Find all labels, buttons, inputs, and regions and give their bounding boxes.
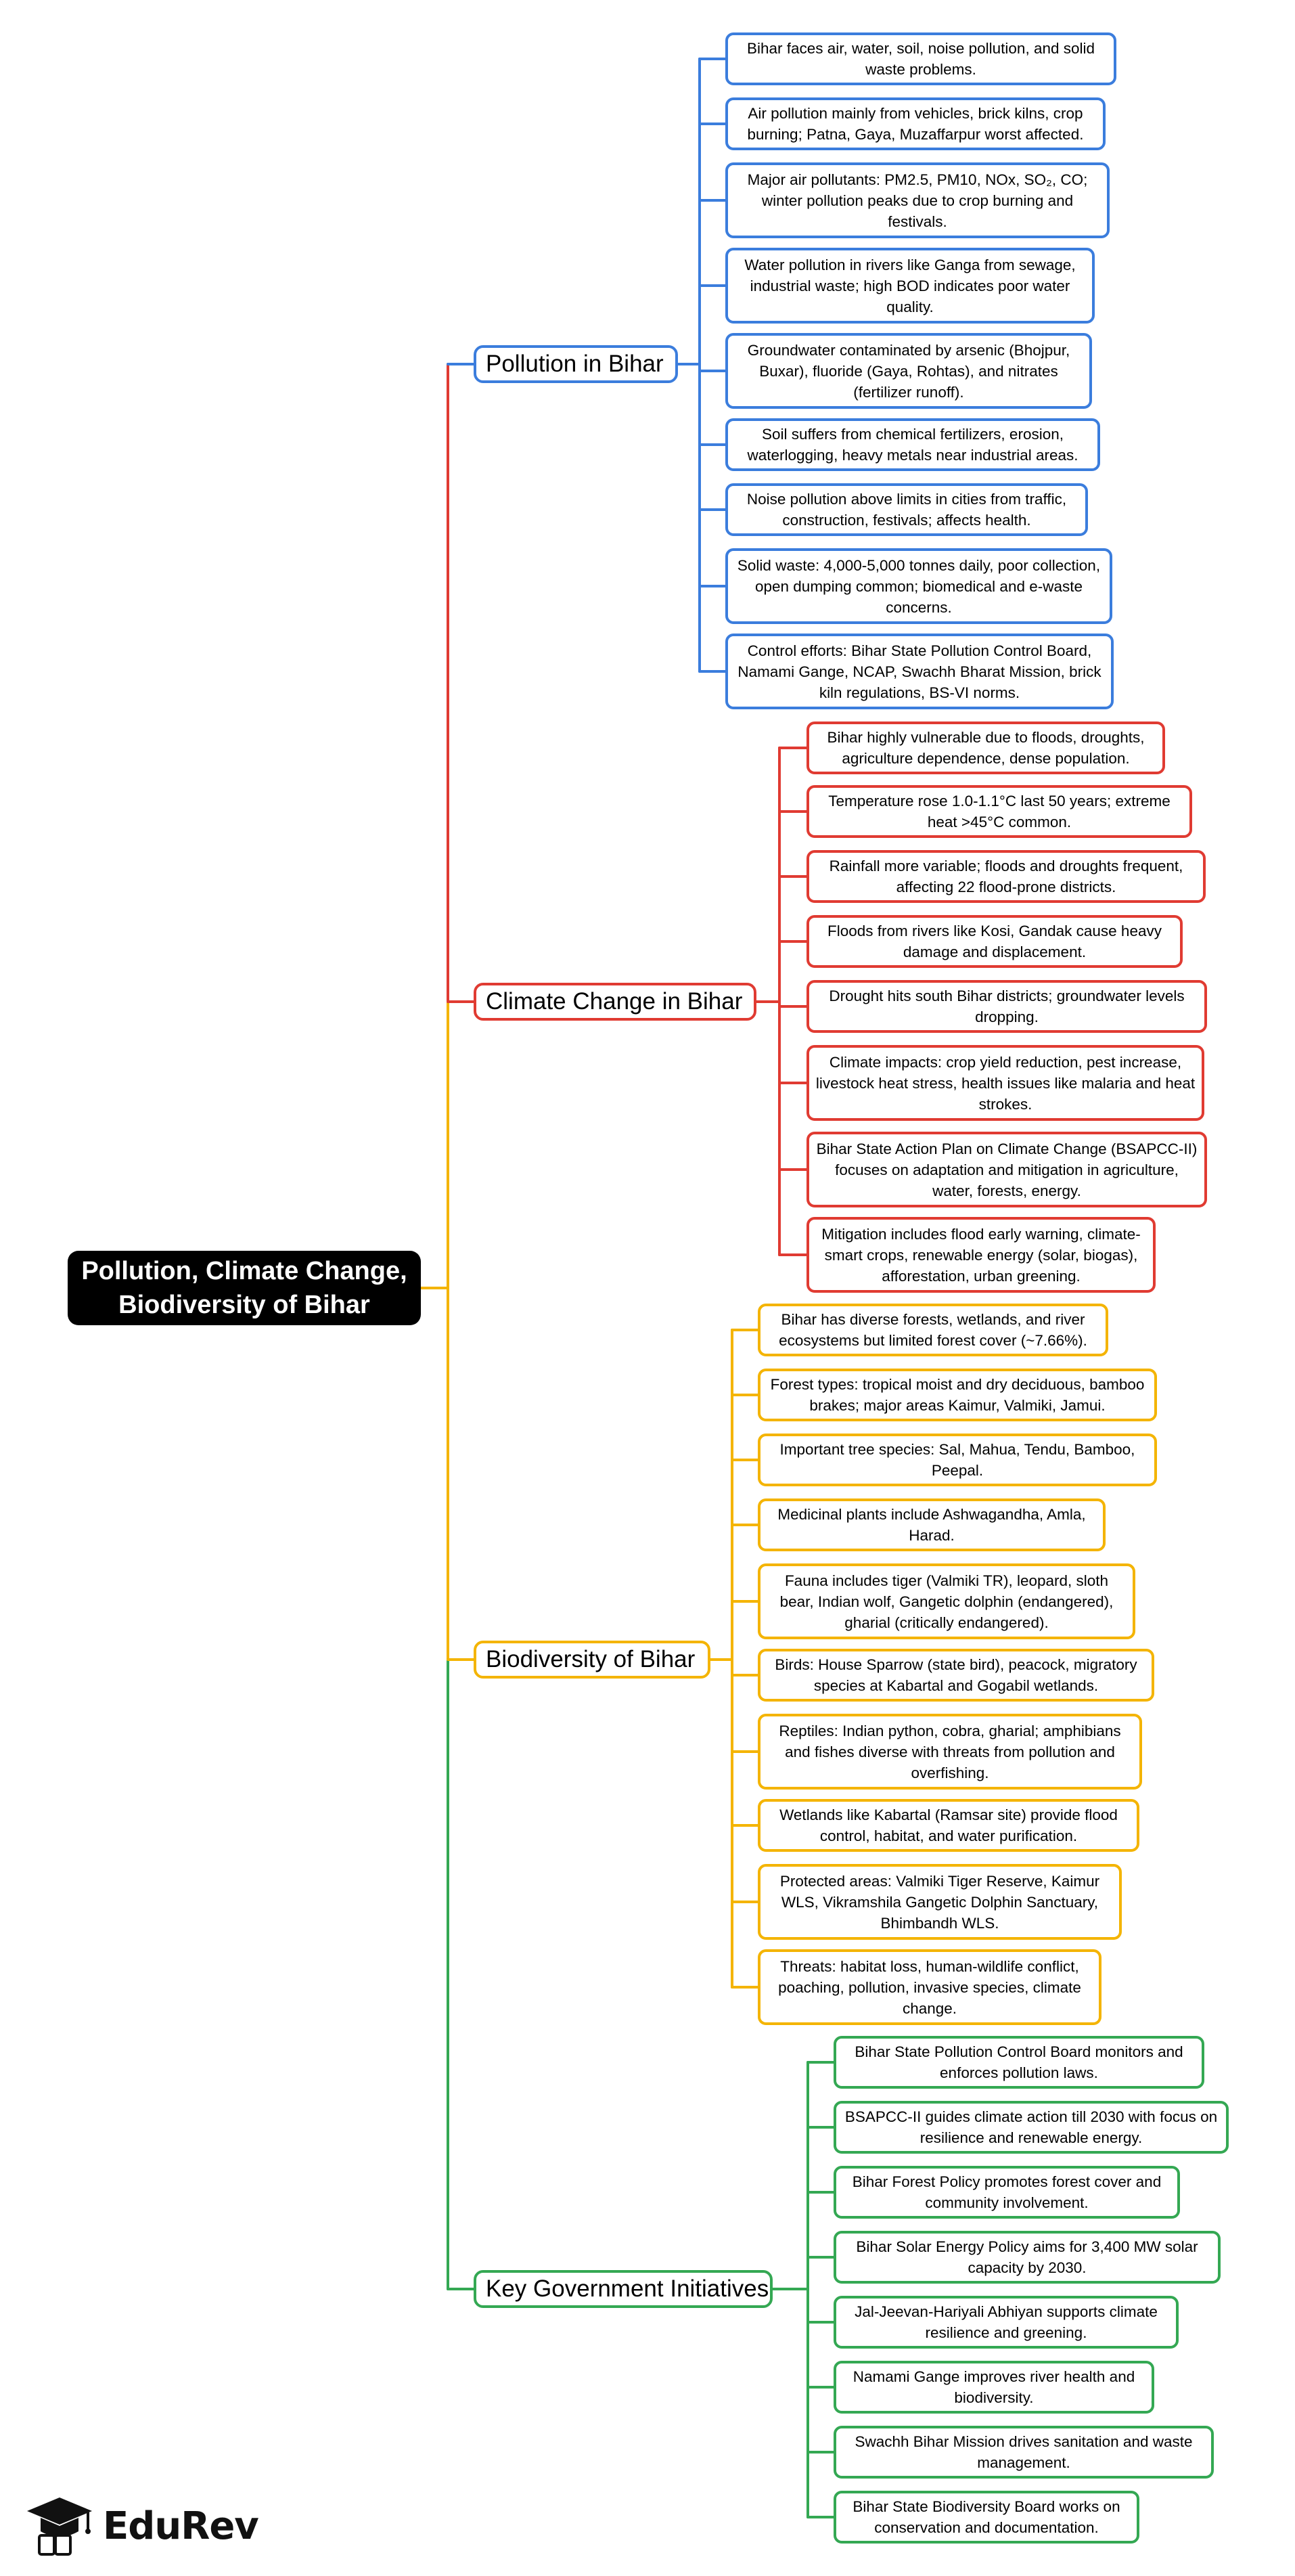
leaf-node: Forest types: tropical moist and dry dec… <box>758 1369 1157 1421</box>
branch-node: Climate Change in Bihar <box>474 983 756 1021</box>
leaf-text: Solid waste: 4,000-5,000 tonnes daily, p… <box>737 556 1101 616</box>
leaf-node: Bihar Solar Energy Policy aims for 3,400… <box>834 2231 1221 2284</box>
leaf-text: Bihar State Action Plan on Climate Chang… <box>816 1140 1198 1199</box>
leaf-text: Important tree species: Sal, Mahua, Tend… <box>779 1441 1135 1479</box>
leaf-text: Namami Gange improves river health and b… <box>853 2368 1135 2406</box>
leaf-node: Bihar Forest Policy promotes forest cove… <box>834 2166 1180 2219</box>
leaf-text: Bihar State Biodiversity Board works on … <box>853 2498 1120 2536</box>
leaf-node: Noise pollution above limits in cities f… <box>725 483 1088 536</box>
branch-label: Key Government Initiatives <box>486 2275 769 2302</box>
leaf-node: Protected areas: Valmiki Tiger Reserve, … <box>758 1864 1122 1940</box>
leaf-node: Mitigation includes flood early warning,… <box>806 1217 1156 1293</box>
leaf-node: BSAPCC-II guides climate action till 203… <box>834 2101 1229 2154</box>
leaf-node: Bihar State Biodiversity Board works on … <box>834 2491 1139 2544</box>
graduation-cap-icon <box>27 2497 92 2556</box>
leaf-node: Soil suffers from chemical fertilizers, … <box>725 418 1100 471</box>
leaf-node: Reptiles: Indian python, cobra, gharial;… <box>758 1714 1142 1790</box>
leaf-node: Control efforts: Bihar State Pollution C… <box>725 634 1114 709</box>
leaf-text: Major air pollutants: PM2.5, PM10, NOx, … <box>747 171 1088 230</box>
leaf-text: Bihar Forest Policy promotes forest cove… <box>852 2173 1162 2211</box>
leaf-text: Bihar Solar Energy Policy aims for 3,400… <box>856 2238 1198 2276</box>
leaf-node: Wetlands like Kabartal (Ramsar site) pro… <box>758 1799 1139 1852</box>
leaf-text: Bihar faces air, water, soil, noise poll… <box>746 40 1095 78</box>
root-node: Pollution, Climate Change, Biodiversity … <box>68 1251 421 1325</box>
branch-label: Climate Change in Bihar <box>486 988 743 1015</box>
leaf-node: Solid waste: 4,000-5,000 tonnes daily, p… <box>725 548 1112 624</box>
leaf-node: Drought hits south Bihar districts; grou… <box>806 980 1207 1033</box>
leaf-text: Groundwater contaminated by arsenic (Bho… <box>747 341 1070 401</box>
leaf-text: Climate impacts: crop yield reduction, p… <box>815 1053 1196 1113</box>
leaf-text: Water pollution in rivers like Ganga fro… <box>744 256 1076 315</box>
leaf-text: Mitigation includes flood early warning,… <box>821 1225 1141 1285</box>
leaf-node: Groundwater contaminated by arsenic (Bho… <box>725 333 1092 409</box>
leaf-text: Reptiles: Indian python, cobra, gharial;… <box>779 1722 1121 1781</box>
leaf-text: Drought hits south Bihar districts; grou… <box>829 987 1185 1025</box>
leaf-node: Floods from rivers like Kosi, Gandak cau… <box>806 915 1183 968</box>
branch-node: Pollution in Bihar <box>474 345 678 383</box>
leaf-node: Bihar highly vulnerable due to floods, d… <box>806 721 1165 774</box>
edurev-logo: EduRev <box>24 2495 259 2557</box>
leaf-text: Air pollution mainly from vehicles, bric… <box>747 105 1084 143</box>
branch-label: Pollution in Bihar <box>486 351 664 377</box>
leaf-node: Bihar State Action Plan on Climate Chang… <box>806 1132 1207 1207</box>
leaf-node: Birds: House Sparrow (state bird), peaco… <box>758 1649 1154 1702</box>
leaf-text: Noise pollution above limits in cities f… <box>746 491 1067 529</box>
leaf-text: Threats: habitat loss, human-wildlife co… <box>778 1957 1081 2017</box>
leaf-node: Important tree species: Sal, Mahua, Tend… <box>758 1434 1157 1486</box>
branch-node: Key Government Initiatives <box>474 2270 773 2308</box>
leaf-text: Medicinal plants include Ashwagandha, Am… <box>777 1506 1086 1544</box>
leaf-text: Bihar State Pollution Control Board moni… <box>855 2043 1183 2081</box>
root-title-line-2: Biodiversity of Bihar <box>118 1291 370 1319</box>
leaf-text: Fauna includes tiger (Valmiki TR), leopa… <box>779 1572 1114 1631</box>
brand-name: EduRev <box>103 2504 259 2548</box>
leaf-text: Control efforts: Bihar State Pollution C… <box>737 642 1101 701</box>
leaf-text: Protected areas: Valmiki Tiger Reserve, … <box>779 1872 1100 1932</box>
leaf-node: Namami Gange improves river health and b… <box>834 2361 1154 2414</box>
leaf-node: Major air pollutants: PM2.5, PM10, NOx, … <box>725 162 1110 238</box>
leaf-text: Bihar has diverse forests, wetlands, and… <box>779 1311 1087 1349</box>
leaf-text: BSAPCC-II guides climate action till 203… <box>844 2108 1218 2146</box>
leaf-text: Wetlands like Kabartal (Ramsar site) pro… <box>779 1806 1118 1844</box>
leaf-node: Rainfall more variable; floods and droug… <box>806 850 1206 903</box>
leaf-text: Jal-Jeevan-Hariyali Abhiyan supports cli… <box>855 2303 1158 2341</box>
leaf-text: Swachh Bihar Mission drives sanitation a… <box>855 2433 1193 2471</box>
leaf-node: Medicinal plants include Ashwagandha, Am… <box>758 1498 1106 1551</box>
leaf-text: Temperature rose 1.0-1.1°C last 50 years… <box>828 793 1171 830</box>
leaf-node: Fauna includes tiger (Valmiki TR), leopa… <box>758 1563 1135 1639</box>
leaf-node: Bihar faces air, water, soil, noise poll… <box>725 32 1116 85</box>
leaf-node: Swachh Bihar Mission drives sanitation a… <box>834 2426 1214 2479</box>
leaf-text: Floods from rivers like Kosi, Gandak cau… <box>827 923 1162 960</box>
leaf-node: Temperature rose 1.0-1.1°C last 50 years… <box>806 785 1192 838</box>
leaf-node: Bihar has diverse forests, wetlands, and… <box>758 1304 1108 1356</box>
leaf-node: Bihar State Pollution Control Board moni… <box>834 2036 1204 2089</box>
leaf-node: Water pollution in rivers like Ganga fro… <box>725 248 1095 324</box>
leaf-text: Birds: House Sparrow (state bird), peaco… <box>775 1656 1137 1694</box>
root-title-line-1: Pollution, Climate Change, <box>81 1257 407 1285</box>
branch-label: Biodiversity of Bihar <box>486 1646 696 1672</box>
leaf-node: Jal-Jeevan-Hariyali Abhiyan supports cli… <box>834 2296 1179 2349</box>
leaf-node: Air pollution mainly from vehicles, bric… <box>725 97 1106 150</box>
leaf-node: Threats: habitat loss, human-wildlife co… <box>758 1949 1101 2025</box>
leaf-text: Rainfall more variable; floods and droug… <box>829 858 1183 895</box>
leaf-node: Climate impacts: crop yield reduction, p… <box>806 1045 1204 1121</box>
leaf-text: Soil suffers from chemical fertilizers, … <box>747 426 1078 464</box>
branch-node: Biodiversity of Bihar <box>474 1641 710 1679</box>
leaf-text: Forest types: tropical moist and dry dec… <box>770 1376 1145 1414</box>
leaf-text: Bihar highly vulnerable due to floods, d… <box>827 729 1145 767</box>
